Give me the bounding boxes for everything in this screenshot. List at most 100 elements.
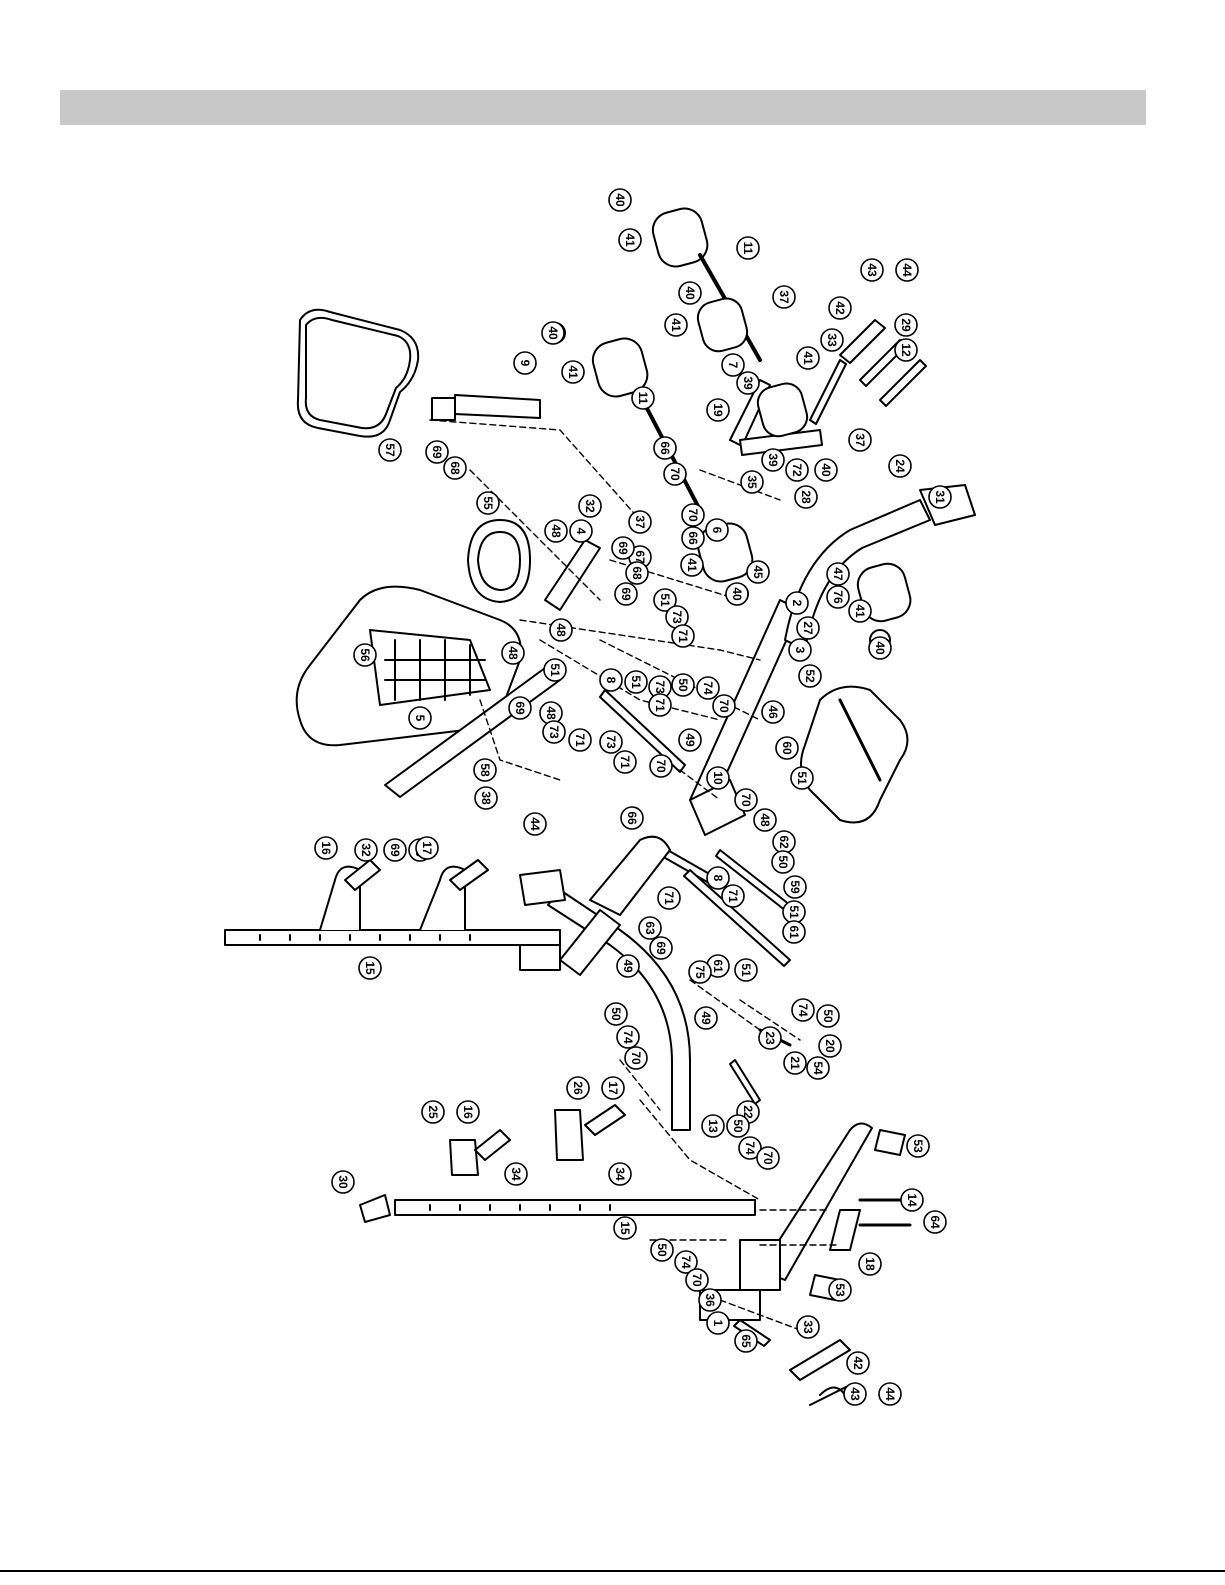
upright-15-bottom <box>394 1199 756 1216</box>
callout-44: 44 <box>523 812 547 836</box>
callout-circle <box>860 258 884 282</box>
rod-12 <box>879 359 927 407</box>
header-bar <box>60 90 1146 125</box>
callout-circle <box>726 1114 750 1138</box>
callout-35: 35 <box>740 470 764 494</box>
callout-37: 37 <box>848 428 872 452</box>
callout-circle <box>664 313 688 337</box>
callout-circle <box>858 1252 882 1276</box>
callout-label: 16 <box>319 841 333 855</box>
rod-61 <box>683 869 791 967</box>
callout-label: 26 <box>571 1081 585 1095</box>
callout-68: 68 <box>443 456 467 480</box>
callout-circle <box>688 960 712 984</box>
callout-48: 48 <box>549 618 573 642</box>
callout-label: 58 <box>478 763 492 777</box>
callout-circle <box>599 668 623 692</box>
callout-label: 40 <box>873 641 887 655</box>
callout-71: 71 <box>568 728 592 752</box>
callout-73: 73 <box>599 730 623 754</box>
callout-circle <box>663 462 687 486</box>
callout-46: 46 <box>761 700 785 724</box>
callout-label: 39 <box>766 453 780 467</box>
callout-label: 42 <box>851 1356 865 1370</box>
callout-circle <box>474 786 498 810</box>
callout-label: 43 <box>865 263 879 277</box>
callout-label: 46 <box>766 705 780 719</box>
callout-label: 73 <box>653 680 667 694</box>
callout-label: 69 <box>430 445 444 459</box>
callout-circle <box>331 1170 355 1194</box>
callout-circle <box>504 1162 528 1186</box>
callout-43: 43 <box>843 1382 867 1406</box>
callout-circle <box>740 470 764 494</box>
callout-73: 73 <box>648 675 672 699</box>
callout-51: 51 <box>543 658 567 682</box>
callout-label: 72 <box>790 463 804 477</box>
callout-circle <box>358 956 382 980</box>
callout-circle <box>638 916 662 940</box>
callout-label: 38 <box>479 791 493 805</box>
callout-circle <box>604 1002 628 1026</box>
callout-circle <box>523 812 547 836</box>
callout-label: 71 <box>573 733 587 747</box>
callout-circle <box>694 1006 718 1030</box>
callout-label: 15 <box>363 961 377 975</box>
callout-circle <box>578 494 602 518</box>
rod-22 <box>729 1059 761 1105</box>
callout-label: 71 <box>662 891 676 905</box>
callout-label: 49 <box>699 1011 713 1025</box>
callout-3: 3 <box>788 638 812 662</box>
base-14 <box>759 1122 873 1281</box>
callout-circle <box>848 599 872 623</box>
callout-label: 44 <box>528 817 542 831</box>
leg-curl-pad <box>800 685 909 824</box>
callout-circle <box>650 1238 674 1262</box>
callout-circle <box>456 1100 480 1124</box>
callout-51: 51 <box>624 670 648 694</box>
callout-48: 48 <box>753 808 777 832</box>
callout-32: 32 <box>578 494 602 518</box>
callout-74: 74 <box>616 1025 640 1049</box>
callout-42: 42 <box>828 296 852 320</box>
callout-33: 33 <box>796 1315 820 1339</box>
callout-55: 55 <box>476 491 500 515</box>
callout-38: 38 <box>474 786 498 810</box>
callout-label: 74 <box>679 1255 693 1269</box>
callout-circle <box>513 351 537 375</box>
callout-70: 70 <box>624 1046 648 1070</box>
callout-circle <box>783 875 807 899</box>
callout-circle <box>618 228 642 252</box>
callout-label: 74 <box>701 681 715 695</box>
callout-circle <box>685 1268 709 1292</box>
callout-label: 19 <box>711 403 725 417</box>
callout-label: 70 <box>654 759 668 773</box>
callout-circle <box>561 360 585 384</box>
callout-32: 32 <box>354 838 378 862</box>
callout-circle <box>616 1025 640 1049</box>
callout-label: 64 <box>928 1215 942 1229</box>
callout-label: 10 <box>711 771 725 785</box>
callout-label: 8 <box>711 875 725 882</box>
callout-circle <box>783 1051 807 1075</box>
callout-label: 69 <box>616 541 630 555</box>
callout-69: 69 <box>649 936 673 960</box>
callout-label: 69 <box>388 843 402 857</box>
callout-5: 5 <box>408 706 432 730</box>
callout-74: 74 <box>674 1250 698 1274</box>
callout-label: 70 <box>761 1151 775 1165</box>
callout-circle <box>671 673 695 697</box>
callout-circle <box>681 526 705 550</box>
callout-45: 45 <box>746 560 770 584</box>
callout-circle <box>753 808 777 832</box>
roller-2 <box>696 297 749 353</box>
back-pad-57 <box>296 308 420 438</box>
callout-61: 61 <box>706 954 730 978</box>
callout-51: 51 <box>734 958 758 982</box>
callout-72: 72 <box>785 458 809 482</box>
callout-66: 66 <box>620 806 644 830</box>
callout-circle <box>653 588 677 612</box>
callout-48: 48 <box>544 519 568 543</box>
callout-circle <box>705 518 729 542</box>
